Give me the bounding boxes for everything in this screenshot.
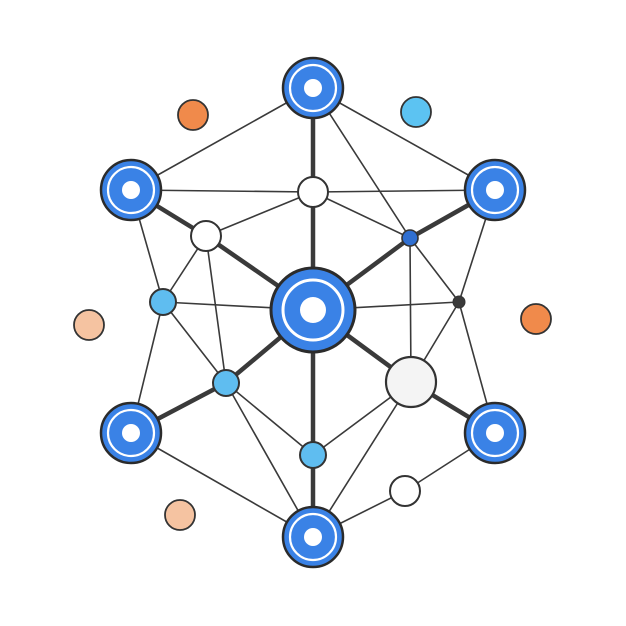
node-circle [73,309,105,341]
node-float-orange-right [520,303,552,335]
node-bottom [281,505,345,569]
node-center-dot [486,424,504,442]
node-ring [470,165,520,215]
edge-inner-left-to-inner-lower-left [162,301,227,384]
node-inner-right [452,295,466,309]
node-circle [401,229,419,247]
node-ring [288,63,338,113]
node-circle [297,176,329,208]
node-center-dot [486,181,504,199]
node-inner-upper-left [190,220,222,252]
node-ring [106,408,156,458]
edge-top-to-top-right [312,87,496,191]
node-inner-bottom-right [389,475,421,507]
node-float-peach-bottom [164,499,196,531]
node-center-dot [304,79,322,97]
edge-inner-upper-right-to-inner-right [409,237,460,303]
node-float-sky-top [400,96,432,128]
node-circle [384,355,438,409]
node-top [281,56,345,120]
node-center-dot [122,424,140,442]
node-center-dot [122,181,140,199]
node-inner-top [297,176,329,208]
node-circle [299,441,327,469]
node-ring [470,408,520,458]
node-center [269,266,357,354]
node-ring [288,512,338,562]
edge-top-to-top-left [130,87,314,191]
node-float-peach-left [73,309,105,341]
node-float-orange-top [177,99,209,131]
nodes-layer [73,56,552,569]
node-inner-lower-left [212,369,240,397]
node-ring [106,165,156,215]
node-circle [520,303,552,335]
node-ring [281,278,345,342]
node-top-left [99,158,163,222]
node-inner-bottom [299,441,327,469]
node-bottom-left [99,401,163,465]
edge-inner-lower-left-to-inner-bottom [225,382,314,456]
edge-inner-top-to-inner-upper-left [205,191,314,237]
node-circle [400,96,432,128]
node-center-dot [300,297,326,323]
edge-inner-upper-left-to-inner-lower-left [205,235,227,384]
edge-inner-top-to-inner-upper-right [312,191,411,239]
node-circle [149,288,177,316]
node-circle [452,295,466,309]
node-bottom-right [463,401,527,465]
node-inner-upper-right [401,229,419,247]
node-top-right [463,158,527,222]
edge-bottom-left-to-bottom [130,432,314,538]
node-inner-left [149,288,177,316]
node-circle [177,99,209,131]
node-inner-lower-right [384,355,438,409]
node-circle [212,369,240,397]
node-circle [389,475,421,507]
node-circle [164,499,196,531]
node-center-dot [304,528,322,546]
node-circle [190,220,222,252]
